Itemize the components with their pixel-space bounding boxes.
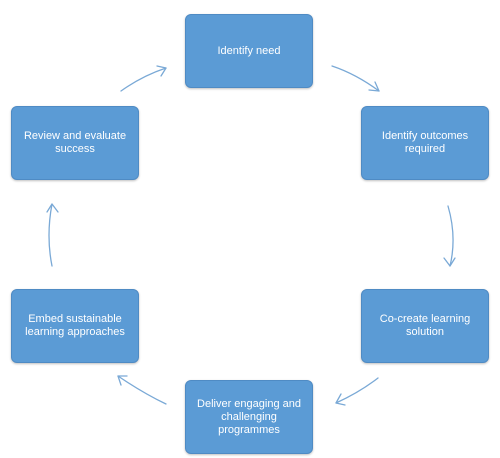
node-label: Identify outcomes required xyxy=(381,130,469,155)
node-deliver-programmes: Deliver engaging and challenging program… xyxy=(185,380,313,454)
node-label: Identify need xyxy=(217,44,281,57)
node-label: Co-create learning solution xyxy=(379,313,471,338)
node-identify-need: Identify need xyxy=(185,14,313,88)
node-review-evaluate: Review and evaluate success xyxy=(11,106,139,180)
arrow-cocreate-to-deliver xyxy=(335,377,379,406)
arrow-need-to-outcomes xyxy=(331,65,380,92)
node-label: Deliver engaging and challenging program… xyxy=(197,397,301,436)
node-label: Review and evaluate success xyxy=(23,130,127,155)
arrow-outcomes-to-cocreate xyxy=(443,205,456,267)
node-label: Embed sustainable learning approaches xyxy=(25,313,125,338)
arrow-embed-to-review xyxy=(46,203,59,267)
arrow-deliver-to-embed xyxy=(117,375,167,405)
node-co-create-solution: Co-create learning solution xyxy=(361,289,489,363)
node-embed-approaches: Embed sustainable learning approaches xyxy=(11,289,139,363)
arrow-review-to-need xyxy=(120,65,167,92)
node-identify-outcomes: Identify outcomes required xyxy=(361,106,489,180)
